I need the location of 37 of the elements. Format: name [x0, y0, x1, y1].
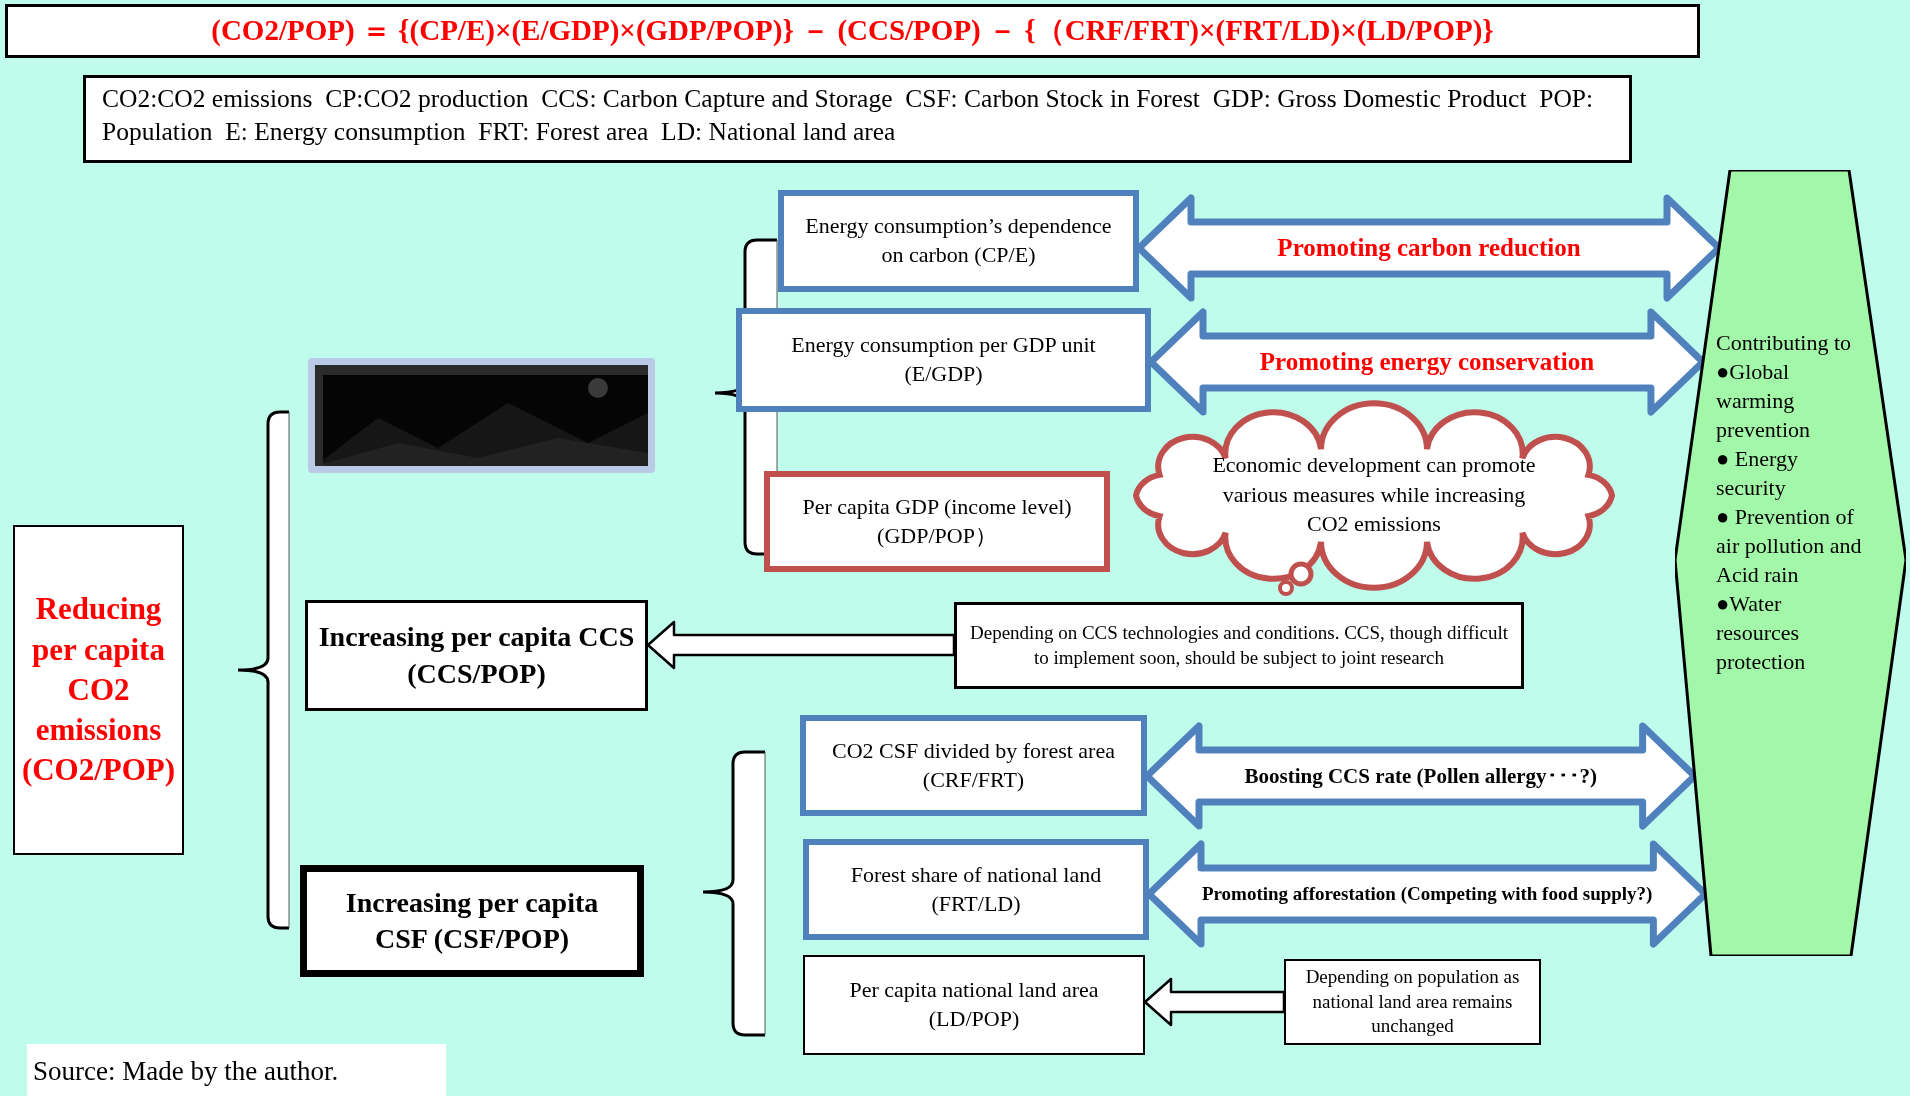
process-box [800, 715, 1147, 816]
process-box [736, 308, 1151, 412]
process-box [803, 839, 1149, 940]
benefit-text: ●Global warming prevention [1716, 358, 1812, 445]
box-text: Energy consumption per GDP unit (E/GDP) [790, 331, 1097, 388]
formula-title: (CO2/POP) ＝ {(CP/E)×(E/GDP)×(GDP/POP)} － (CCS/POP) － {（CRF/FRT)×(FRT/LD)×(LD/POP)} [5, 4, 1700, 58]
benefit-text: ● Prevention of air pollution and Acid rain [1716, 503, 1863, 590]
block-arrow [646, 620, 956, 670]
box-text: Per capita national land area (LD/POP) [848, 976, 1100, 1033]
box-text: Forest share of national land (FRT/LD) [849, 860, 1103, 918]
box-text: Energy consumption’s dependence on carbon (CP/E) [804, 212, 1113, 269]
box-text: Reducing per capita CO2 emissions (CO2/POP) [21, 590, 176, 790]
benefit-text: ● Energy security [1716, 445, 1799, 503]
edge-label: Promoting energy conservation [1258, 347, 1596, 377]
benefit-text: ●Water resources protection [1716, 590, 1807, 677]
process-box [305, 600, 648, 711]
process-box [954, 602, 1524, 689]
goal-box [13, 525, 184, 855]
edge-label: Promoting carbon reduction [1276, 233, 1582, 263]
box-text: Per capita GDP (income level) (GDP/POP） [801, 492, 1073, 550]
source-caption: Source: Made by the author. [27, 1044, 446, 1096]
block-arrow [1143, 977, 1286, 1027]
box-text: Increasing per capita CSF (CSF/POP) [344, 885, 600, 956]
box-text: Depending on CCS technologies and conditions. CCS, though difficult to implement soon, should be subject to joint research [969, 620, 1509, 670]
edge-label: Promoting afforestation (Competing with food supply?) [1200, 882, 1654, 906]
process-box [300, 865, 644, 977]
edge-label: Boosting CCS rate (Pollen allergy･･･?) [1243, 763, 1599, 790]
process-box [1284, 959, 1541, 1045]
box-text: Depending on population as national land area remains unchanged [1304, 964, 1521, 1039]
cloud-text: Economic development can promote various measures while increasing CO2 emissions [1211, 450, 1537, 539]
box-text: Increasing per capita CCS (CCS/POP) [318, 620, 635, 691]
process-box [803, 955, 1145, 1055]
benefit-text: Contributing to [1716, 329, 1853, 357]
definitions-note: CO2:CO2 emissions CP:CO2 production CCS: Carbon Capture and Storage CSF: Carbon Stock in Forest GDP: Gross Domestic Product POP: Population E: Energy consumption FRT: Forest area LD: National land area [83, 75, 1632, 163]
process-box [764, 471, 1110, 572]
box-text: CO2 CSF divided by forest area (CRF/FRT) [831, 736, 1116, 794]
process-box [778, 190, 1139, 292]
